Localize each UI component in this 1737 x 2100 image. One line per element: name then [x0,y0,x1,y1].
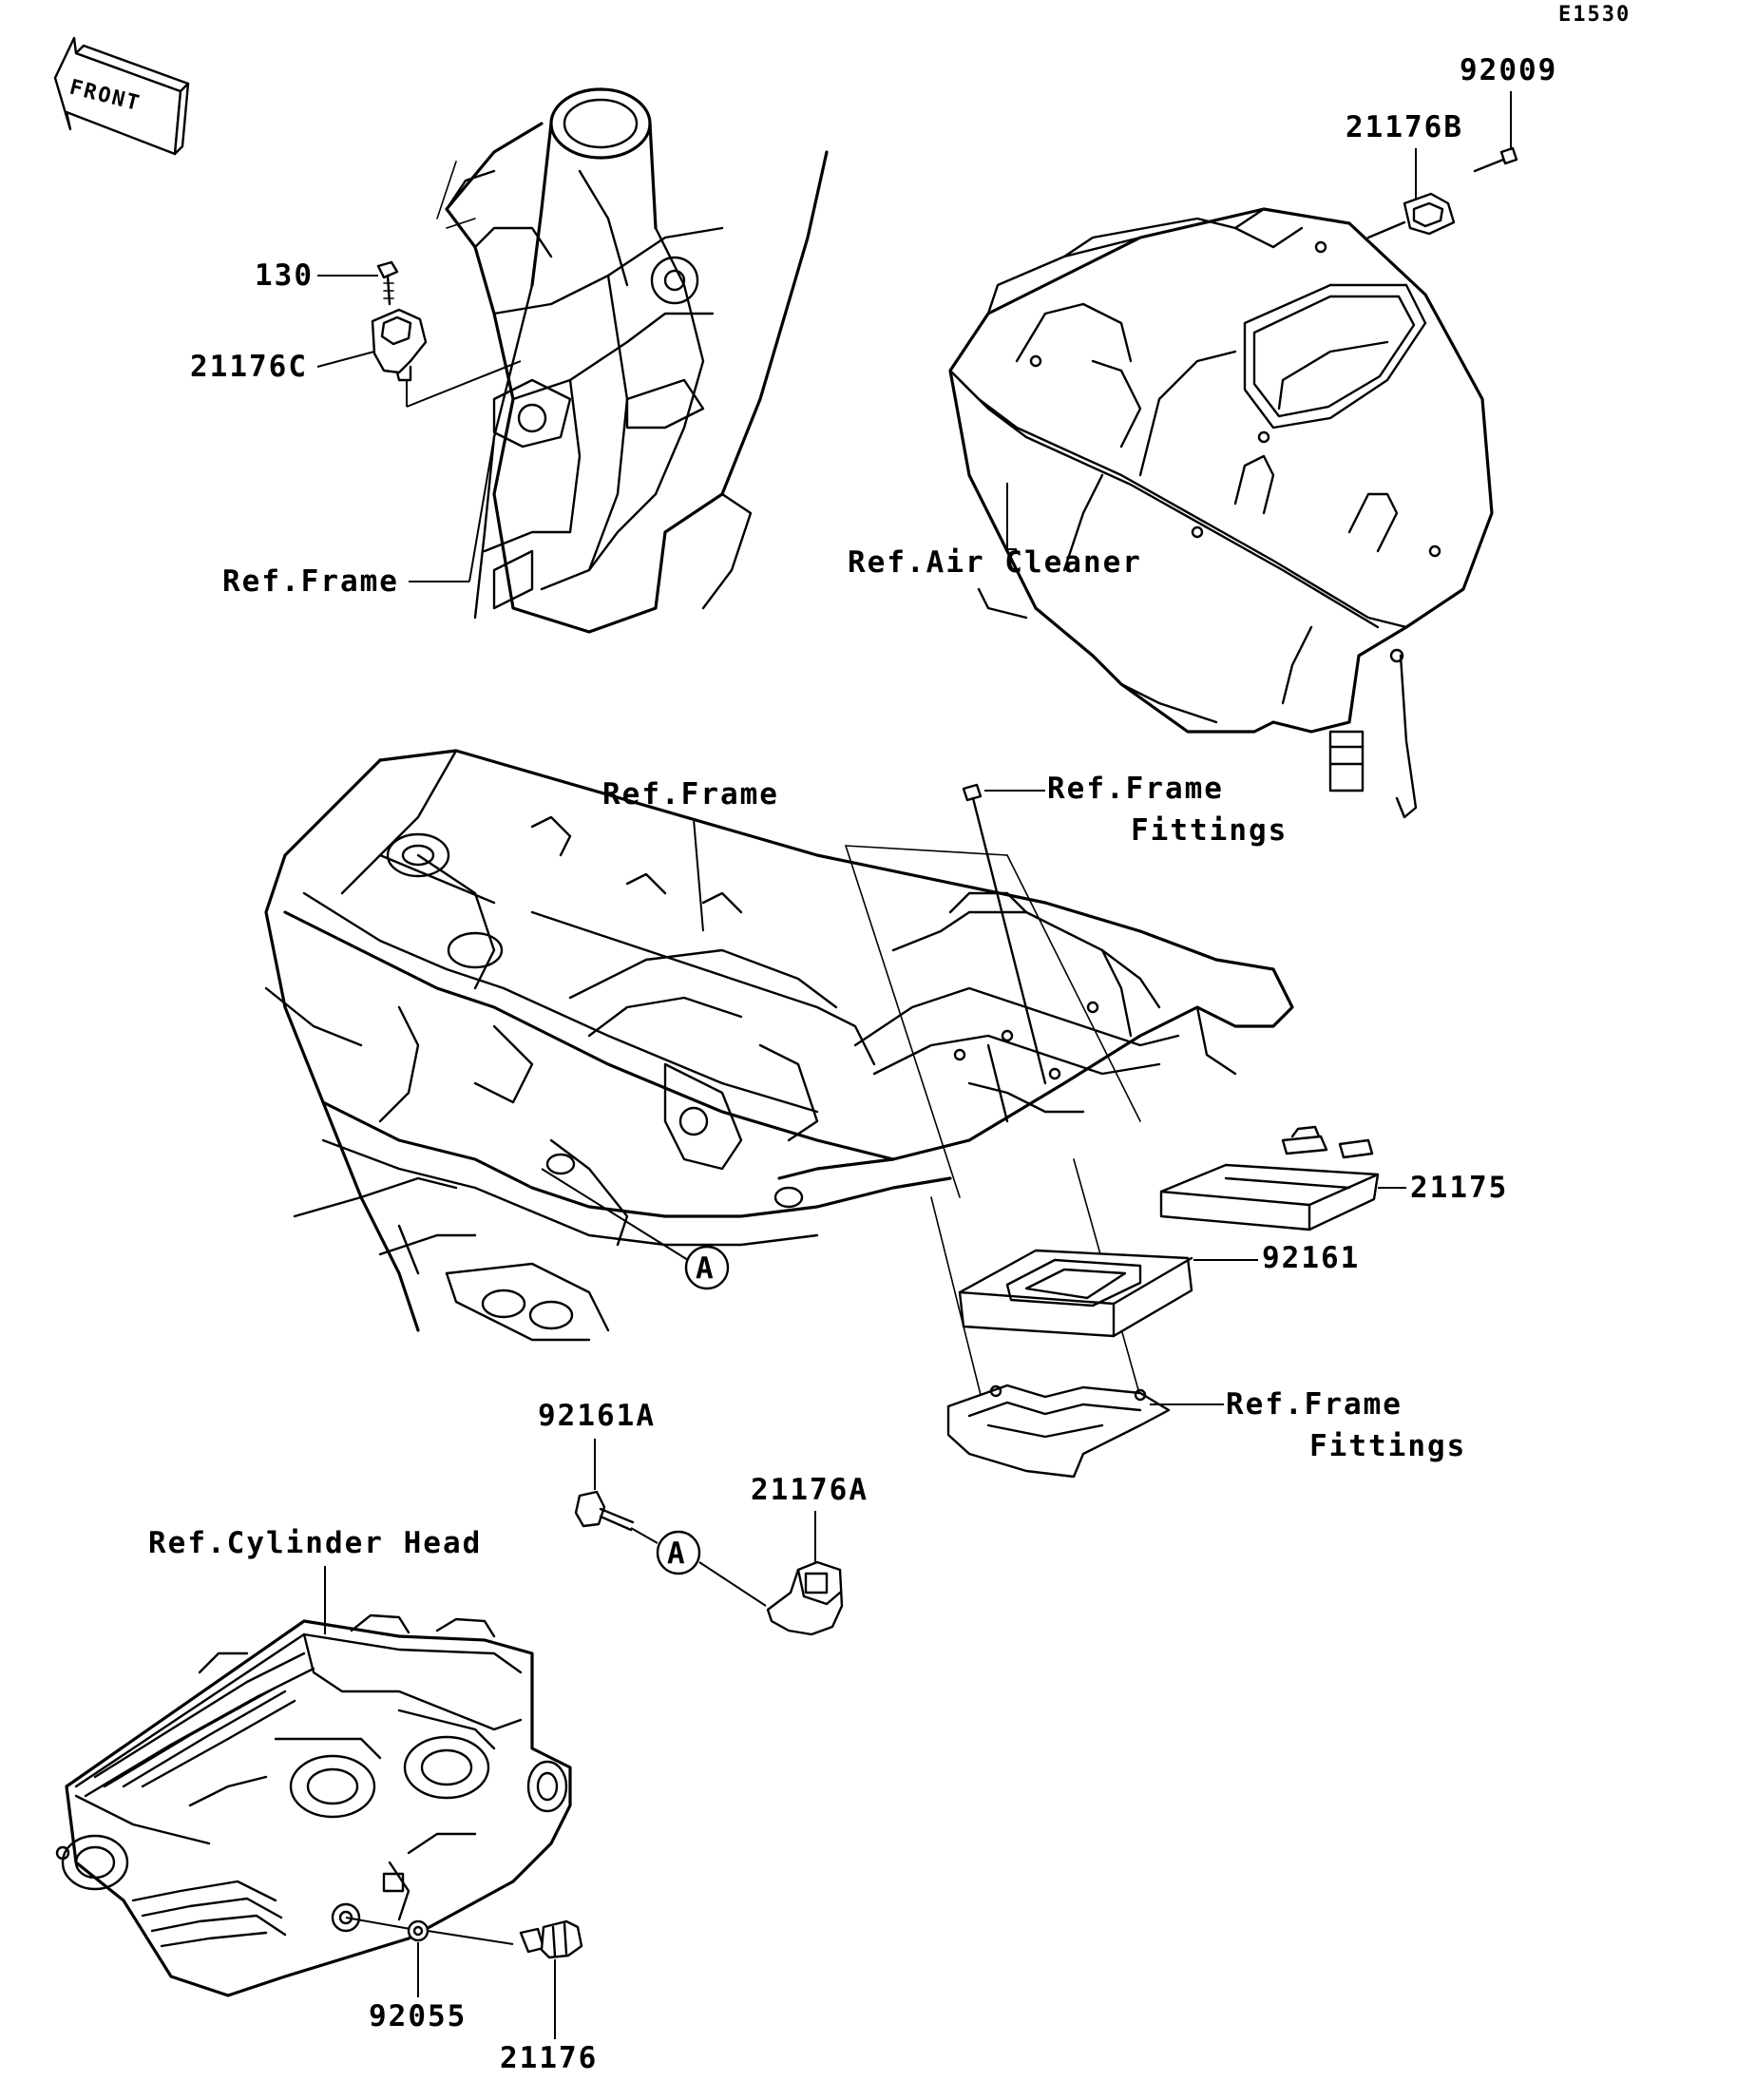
frame-fittings-bolt-illustration [962,783,1047,1085]
callout-21176A: 21176A [751,1473,868,1507]
callout-92161: 92161 [1262,1241,1360,1275]
marker-a-frame: A [696,1251,716,1286]
sensor-21176A-illustration [766,1560,844,1636]
callout-ref-cylinder-head: Ref.Cylinder Head [148,1526,482,1560]
callout-ref-air-cleaner: Ref.Air Cleaner [848,545,1142,580]
washer-92055-illustration [407,1919,429,1942]
frame-head-illustration [436,87,829,634]
callout-92009: 92009 [1460,53,1557,87]
callout-ref-frame-mid: Ref.Frame [602,777,779,811]
callout-130: 130 [255,258,314,293]
screw-92009-illustration [1473,146,1518,173]
callout-ref-frame-top: Ref.Frame [222,564,399,599]
main-frame-illustration [264,749,1294,1342]
callout-21176: 21176 [500,2041,598,2075]
ecu-21175-illustration [1159,1125,1380,1231]
bolt-130-illustration [376,260,399,306]
callout-21175: 21175 [1410,1171,1508,1205]
callout-ref-frame-fittings-top-line1: Ref.Frame [1047,772,1224,806]
sensor-21176C-illustration [371,308,522,408]
marker-a-bottom: A [667,1537,687,1571]
callout-ref-frame-fittings-top-line2: Fittings [1131,813,1288,848]
air-cleaner-illustration [948,207,1494,819]
frame-fittings-bracket-illustration [946,1384,1171,1479]
callout-21176B: 21176B [1346,110,1463,144]
callout-ref-frame-fittings-bottom-line1: Ref.Frame [1226,1387,1403,1422]
front-direction-arrow-icon: FRONT [53,36,190,156]
marker-a-frame-circle [684,1245,730,1290]
callout-21176C: 21176C [190,350,308,384]
grommet-92161A-illustration [574,1490,635,1532]
sensor-21176B-illustration [1366,192,1456,239]
marker-a-bottom-circle [656,1530,701,1575]
callout-92055: 92055 [369,1999,467,2033]
diagram-code: E1530 [1558,3,1631,27]
cylinder-head-illustration [55,1613,572,1997]
sensor-21176-illustration [519,1919,583,1959]
damper-92161-illustration [958,1249,1193,1338]
callout-ref-frame-fittings-bottom-line2: Fittings [1309,1429,1466,1463]
callout-92161A: 92161A [538,1399,656,1433]
